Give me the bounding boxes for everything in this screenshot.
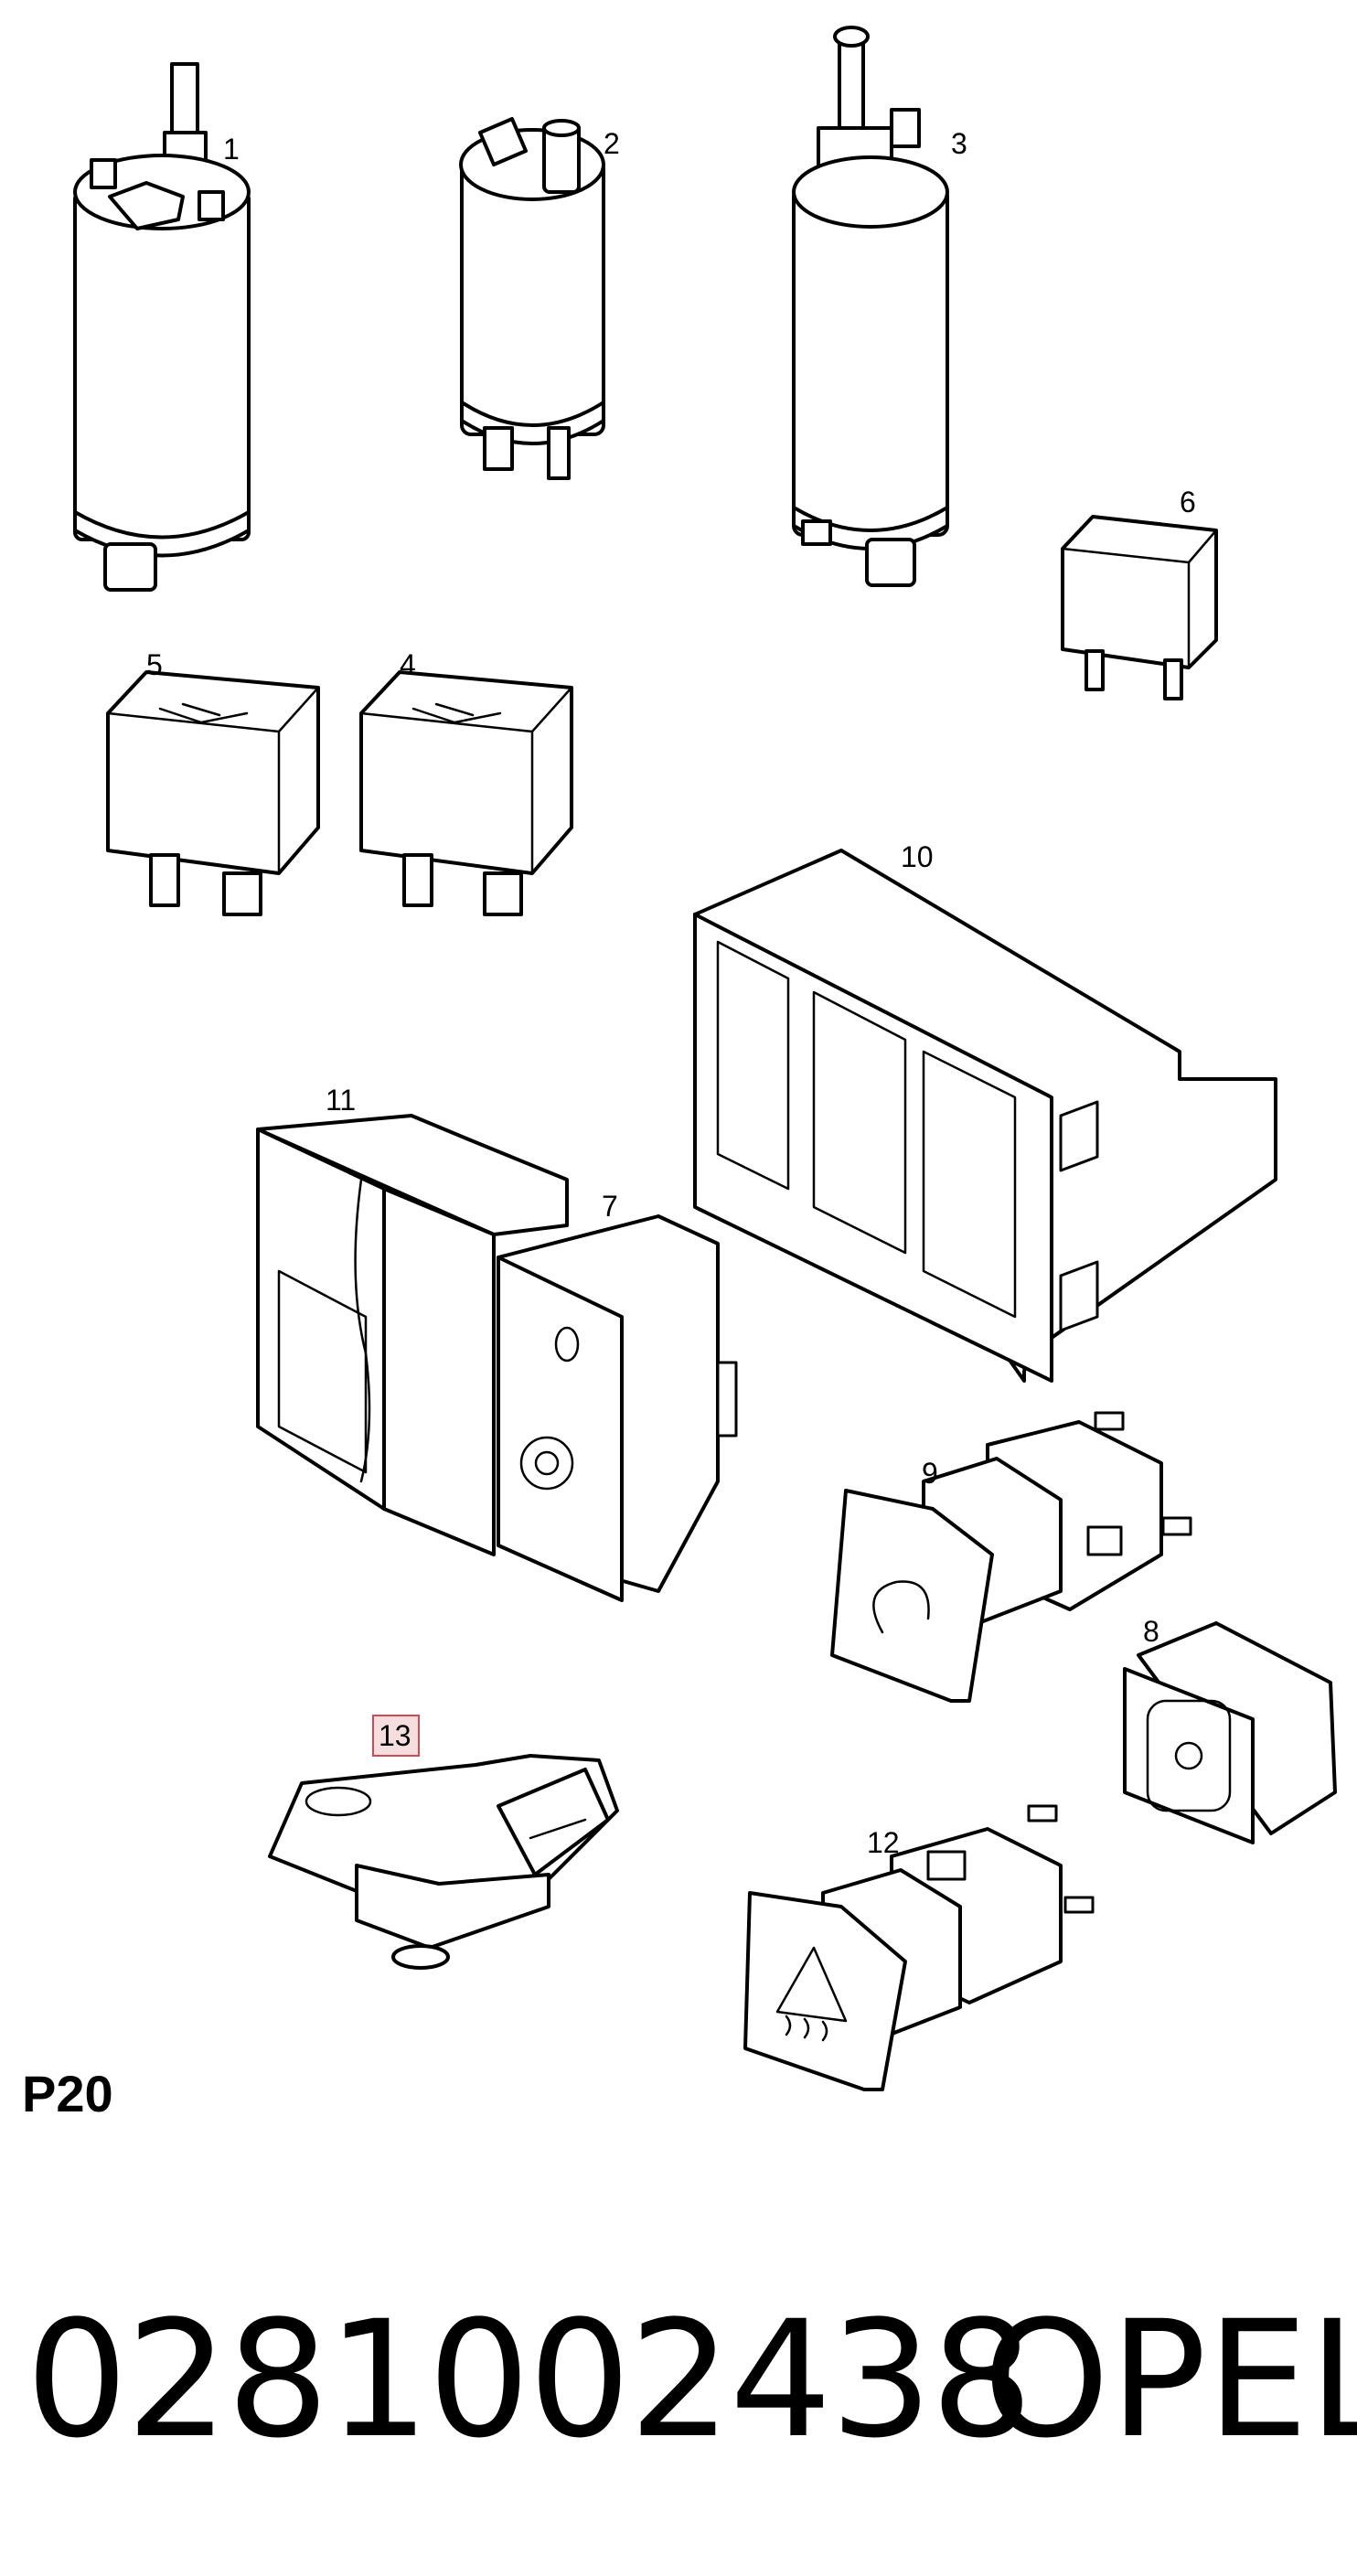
part-6-relay[interactable] [1061, 515, 1218, 700]
callout-7: 7 [602, 1190, 618, 1223]
part-9-push-switch[interactable] [830, 1411, 1192, 1703]
part-11-switch[interactable] [256, 1114, 569, 1556]
callout-9: 9 [922, 1457, 938, 1490]
page-label: P20 [22, 2065, 113, 2122]
callout-1: 1 [223, 133, 240, 166]
callout-3: 3 [951, 127, 967, 160]
callout-10: 10 [901, 840, 934, 873]
part-5-relay[interactable] [106, 670, 320, 916]
part-4-relay[interactable] [359, 670, 573, 916]
part-8-push-switch[interactable] [1123, 1621, 1337, 1844]
part-3-fuel-pump[interactable] [792, 26, 949, 587]
part-13-sensor[interactable] [268, 1754, 619, 1970]
callout-13: 13 [379, 1719, 411, 1752]
part-12-hazard-switch[interactable] [743, 1804, 1095, 2091]
callout-5: 5 [146, 648, 163, 681]
part-10-switch-housing[interactable] [693, 849, 1277, 1383]
callout-8: 8 [1143, 1615, 1159, 1648]
part-1-fuel-pump[interactable] [73, 62, 251, 592]
part-7-switch[interactable] [497, 1214, 738, 1602]
callout-2: 2 [604, 127, 620, 160]
callout-13-highlight [372, 1715, 420, 1757]
vehicle-make: OPEL [983, 2286, 1357, 2474]
part-2-fuel-pump[interactable] [459, 117, 605, 480]
callout-6: 6 [1180, 486, 1196, 518]
part-number: 0281002438 [26, 2286, 1033, 2474]
callout-12: 12 [867, 1826, 900, 1859]
callout-4: 4 [400, 648, 416, 681]
callout-11: 11 [326, 1084, 356, 1117]
